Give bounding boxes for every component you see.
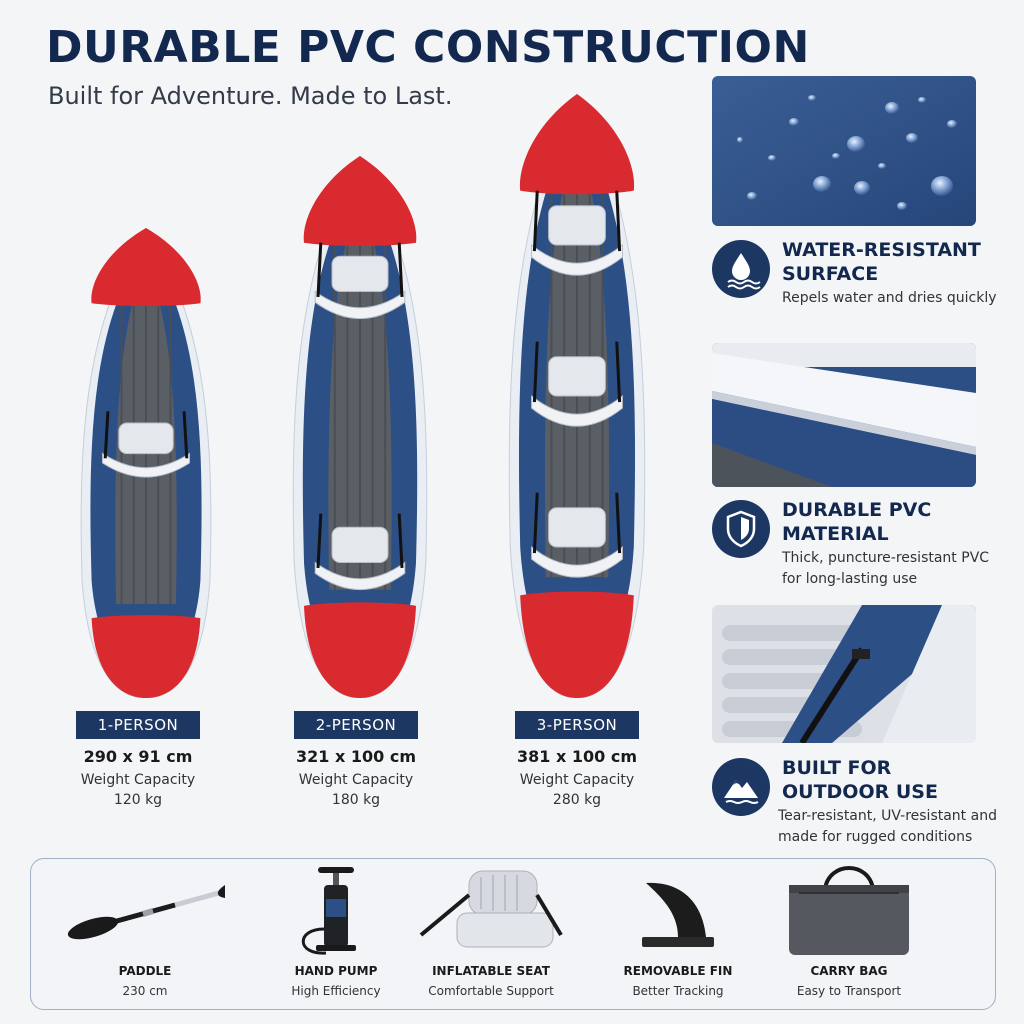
accessory-paddle: PADDLE 230 cm: [65, 859, 225, 1009]
model-capacity: 280 kg: [552, 792, 602, 808]
model-capacity-label: Weight Capacity: [519, 772, 635, 788]
accessory-hand-pump: HAND PUMP High Efficiency: [256, 859, 416, 1009]
model-capacity: 180 kg: [331, 792, 381, 808]
accessory-detail: 230 cm: [122, 984, 168, 998]
pvc-seam-image: [712, 343, 976, 487]
accessory-name: CARRY BAG: [810, 964, 888, 978]
model-capacity: 120 kg: [113, 792, 163, 808]
model-card-3-person: 3-PERSON 381 x 100 cm Weight Capacity 28…: [502, 711, 652, 808]
seat-icon: [419, 870, 563, 948]
accessory-inflatable-seat: INFLATABLE SEAT Comfortable Support: [411, 859, 571, 1009]
accessory-name: PADDLE: [118, 964, 172, 978]
accessory-name: HAND PUMP: [294, 964, 378, 978]
accessory-name: INFLATABLE SEAT: [432, 964, 550, 978]
mountain-icon: [712, 758, 770, 816]
accessory-name: REMOVABLE FIN: [623, 964, 733, 978]
kayak-3-person-image: [506, 94, 648, 698]
shield-icon: [712, 500, 770, 558]
model-card-1-person: 1-PERSON 290 x 91 cm Weight Capacity 120…: [63, 711, 213, 808]
model-dimensions: 290 x 91 cm: [83, 747, 193, 766]
model-badge: 2-PERSON: [294, 711, 418, 739]
feature-title: DURABLE PVC MATERIAL: [782, 499, 932, 545]
accessory-detail: Easy to Transport: [796, 984, 902, 998]
model-badge: 3-PERSON: [515, 711, 639, 739]
paddle-icon: [67, 875, 225, 940]
feature-description: Thick, puncture-resistant PVC for long-l…: [782, 550, 990, 587]
kayak-1-person-image: [78, 228, 214, 698]
accessory-detail: Comfortable Support: [428, 984, 554, 998]
accessory-carry-bag: CARRY BAG Easy to Transport: [769, 859, 929, 1009]
model-card-2-person: 2-PERSON 321 x 100 cm Weight Capacity 18…: [281, 711, 431, 808]
page-subtitle: Built for Adventure. Made to Last.: [48, 82, 453, 110]
water-drop-icon: [712, 240, 770, 298]
model-capacity-label: Weight Capacity: [80, 772, 196, 788]
feature-description: Tear-resistant, UV-resistant and made fo…: [778, 808, 997, 845]
kayak-interior-detail-image: [712, 605, 976, 743]
model-badge: 1-PERSON: [76, 711, 200, 739]
page-title: DURABLE PVC CONSTRUCTION: [46, 22, 810, 73]
accessory-detail: Better Tracking: [632, 984, 724, 998]
model-dimensions: 381 x 100 cm: [517, 747, 637, 766]
model-capacity-label: Weight Capacity: [298, 772, 414, 788]
carry-bag-icon: [789, 866, 909, 955]
accessories-panel: PADDLE 230 cm HAND PUMP High Efficiency …: [30, 858, 996, 1010]
accessory-detail: High Efficiency: [291, 984, 381, 998]
feature-title: WATER-RESISTANT SURFACE: [782, 239, 981, 285]
model-dimensions: 321 x 100 cm: [296, 747, 416, 766]
water-droplets-fabric-image: [712, 76, 976, 226]
accessory-removable-fin: REMOVABLE FIN Better Tracking: [598, 859, 758, 1009]
fin-icon: [642, 882, 714, 947]
feature-description: Repels water and dries quickly: [782, 290, 997, 306]
feature-title: BUILT FOR OUTDOOR USE: [782, 757, 938, 803]
kayak-2-person-image: [290, 156, 430, 698]
hand-pump-icon: [301, 867, 356, 955]
